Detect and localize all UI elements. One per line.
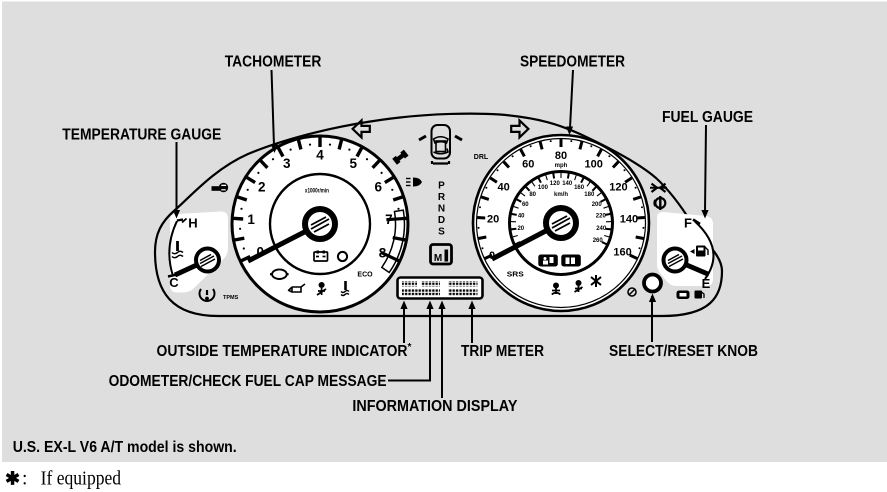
svg-text:OUTSIDE TEMPERATURE INDICATOR: OUTSIDE TEMPERATURE INDICATOR	[157, 343, 408, 360]
svg-text:4: 4	[316, 148, 324, 163]
svg-text:0: 0	[256, 244, 264, 259]
svg-text:40: 40	[497, 182, 509, 194]
svg-text:260: 260	[593, 238, 604, 244]
svg-text:M: M	[434, 253, 442, 264]
svg-text:H: H	[188, 216, 197, 231]
svg-text:80: 80	[529, 192, 536, 198]
svg-text:8: 8	[379, 246, 387, 261]
svg-text:S: S	[438, 227, 445, 238]
svg-text:U.S. EX-L V6 A/T model is show: U.S. EX-L V6 A/T model is shown.	[13, 439, 237, 456]
svg-text:x1000r/min: x1000r/min	[305, 188, 329, 195]
svg-text::: :	[22, 469, 27, 490]
svg-text:ODOMETER/CHECK FUEL CAP MESSAG: ODOMETER/CHECK FUEL CAP MESSAGE	[109, 373, 387, 390]
svg-text:120: 120	[609, 182, 627, 194]
svg-text:220: 220	[596, 214, 607, 220]
svg-text:6: 6	[374, 179, 382, 194]
svg-text:140: 140	[562, 181, 573, 187]
svg-text:SPEEDOMETER: SPEEDOMETER	[520, 53, 625, 70]
svg-text:DRL: DRL	[474, 154, 489, 161]
svg-text:SRS: SRS	[507, 270, 524, 279]
svg-text:2: 2	[258, 179, 266, 194]
svg-text:km/h: km/h	[554, 192, 568, 198]
svg-text:If equipped: If equipped	[41, 469, 122, 490]
svg-text:40: 40	[518, 214, 525, 220]
svg-text:80: 80	[555, 150, 567, 162]
svg-text:TRIP METER: TRIP METER	[461, 343, 544, 360]
svg-text:20: 20	[487, 214, 499, 226]
svg-text:60: 60	[522, 158, 534, 170]
svg-text:ECO: ECO	[357, 272, 373, 279]
svg-text:INFORMATION DISPLAY: INFORMATION DISPLAY	[352, 398, 517, 415]
svg-text:3: 3	[283, 156, 291, 171]
svg-text:200: 200	[592, 202, 603, 208]
svg-text:140: 140	[620, 214, 638, 226]
svg-text:FUEL GAUGE: FUEL GAUGE	[662, 109, 753, 126]
svg-text:E: E	[702, 276, 711, 291]
svg-text:1: 1	[247, 212, 255, 227]
svg-text:160: 160	[574, 185, 585, 191]
svg-text:TACHOMETER: TACHOMETER	[225, 53, 322, 70]
svg-text:20: 20	[517, 226, 524, 232]
svg-text:5: 5	[349, 156, 357, 171]
svg-text:SELECT/RESET KNOB: SELECT/RESET KNOB	[609, 343, 758, 360]
svg-text:160: 160	[613, 247, 631, 259]
svg-text:TPMS: TPMS	[223, 295, 239, 301]
svg-text:*: *	[408, 342, 412, 353]
svg-text:F: F	[684, 216, 692, 231]
svg-text:R: R	[438, 192, 446, 203]
svg-text:mph: mph	[555, 163, 568, 169]
svg-text:0: 0	[489, 250, 495, 262]
svg-text:100: 100	[585, 158, 603, 170]
svg-text:TEMPERATURE GAUGE: TEMPERATURE GAUGE	[62, 127, 221, 144]
svg-text:D: D	[438, 215, 445, 226]
svg-text:240: 240	[596, 226, 607, 232]
svg-text:120: 120	[550, 181, 561, 187]
svg-text:7: 7	[385, 212, 393, 227]
svg-text:100: 100	[538, 185, 549, 191]
svg-text:N: N	[438, 204, 445, 215]
svg-text:60: 60	[522, 202, 529, 208]
svg-text:C: C	[169, 275, 179, 290]
svg-text:✱: ✱	[5, 469, 20, 489]
svg-text:P: P	[438, 181, 445, 192]
svg-text:180: 180	[584, 192, 595, 198]
